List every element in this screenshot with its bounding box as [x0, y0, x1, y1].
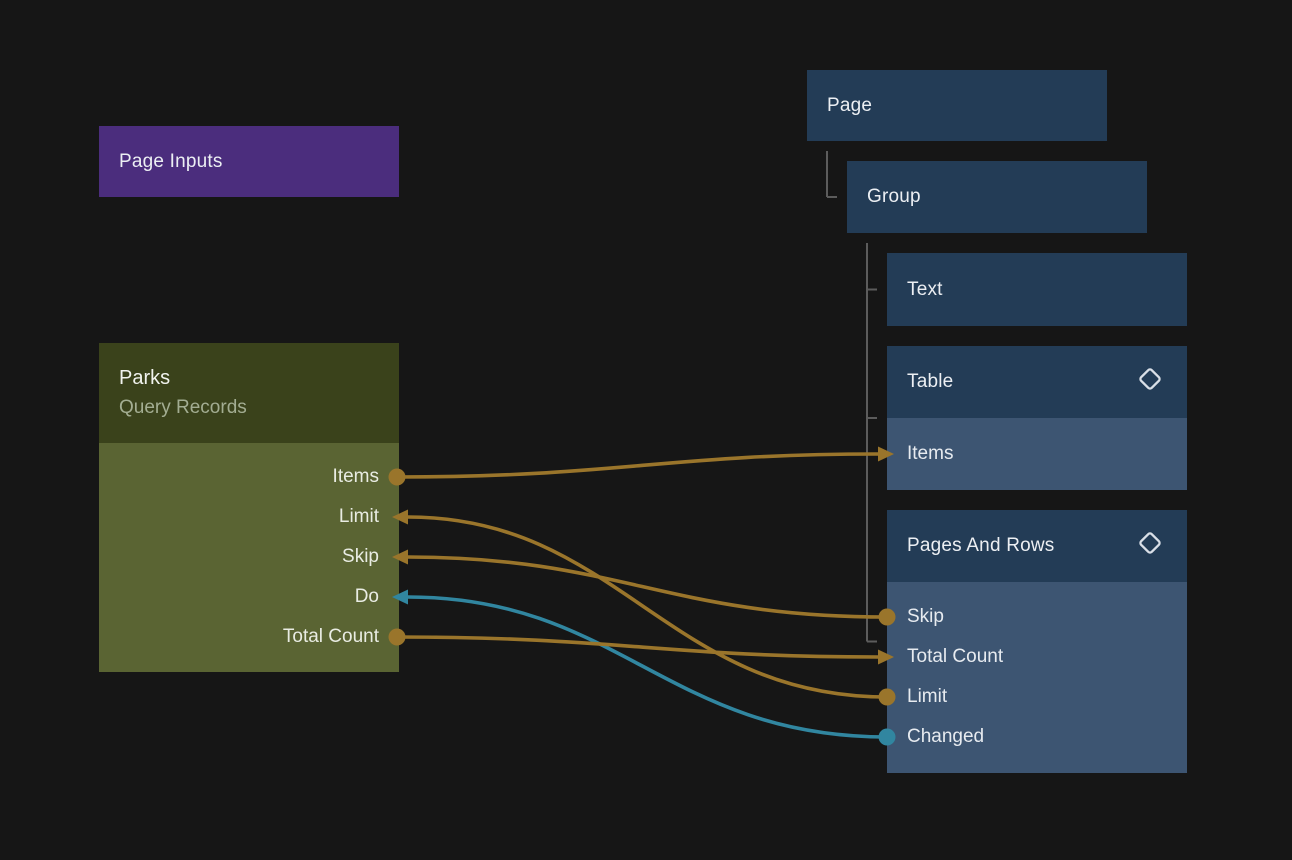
row-label: Limit — [907, 686, 948, 707]
port-label: Skip — [342, 546, 379, 567]
binding-row-limit[interactable]: Limit — [887, 677, 1187, 717]
row-label: Total Count — [907, 646, 1004, 667]
node-title: Parks — [119, 367, 171, 389]
tree-node-text[interactable]: Text — [887, 253, 1187, 326]
port-skip[interactable]: Skip — [99, 537, 399, 577]
table-node-header[interactable]: Table — [887, 346, 1187, 418]
parks-node-header[interactable]: Parks Query Records — [99, 343, 399, 443]
node-title: Page — [827, 94, 873, 116]
binding-row-total-count[interactable]: Total Count — [887, 637, 1187, 677]
binding-row-skip[interactable]: Skip — [887, 597, 1187, 637]
pages-and-rows-ports: Skip Total Count Limit Changed — [887, 582, 1187, 773]
node-title: Text — [907, 278, 943, 300]
port-label: Total Count — [282, 626, 379, 647]
node-subtitle: Query Records — [119, 397, 247, 418]
node-title: Group — [867, 186, 921, 207]
port-items[interactable]: Items — [99, 457, 399, 497]
node-parks-query[interactable]: Parks Query Records Items Limit Skip Do … — [99, 343, 399, 672]
node-page-inputs[interactable]: Page Inputs — [99, 126, 399, 197]
tree-node-pages-and-rows[interactable]: Pages And Rows Skip Total Count Limit Ch… — [887, 510, 1187, 773]
binding-row-items[interactable]: Items — [887, 418, 1187, 490]
row-label: Changed — [907, 726, 985, 747]
diamond-icon — [1135, 364, 1165, 400]
port-limit[interactable]: Limit — [99, 497, 399, 537]
port-do[interactable]: Do — [99, 577, 399, 617]
row-label: Items — [907, 443, 954, 464]
node-title: Table — [907, 371, 954, 392]
node-title: Page Inputs — [119, 150, 223, 172]
binding-row-changed[interactable]: Changed — [887, 717, 1187, 757]
row-label: Skip — [907, 606, 944, 627]
tree-node-group[interactable]: Group — [847, 161, 1147, 233]
port-label: Do — [354, 586, 379, 607]
pages-and-rows-node-header[interactable]: Pages And Rows — [887, 510, 1187, 582]
diamond-icon — [1135, 528, 1165, 564]
port-label: Items — [332, 466, 379, 487]
tree-node-page[interactable]: Page — [807, 70, 1107, 141]
node-title: Pages And Rows — [907, 535, 1055, 556]
tree-node-table[interactable]: Table Items — [887, 346, 1187, 490]
parks-node-ports: Items Limit Skip Do Total Count — [99, 443, 399, 672]
port-total-count[interactable]: Total Count — [99, 617, 399, 657]
port-label: Limit — [338, 506, 379, 527]
